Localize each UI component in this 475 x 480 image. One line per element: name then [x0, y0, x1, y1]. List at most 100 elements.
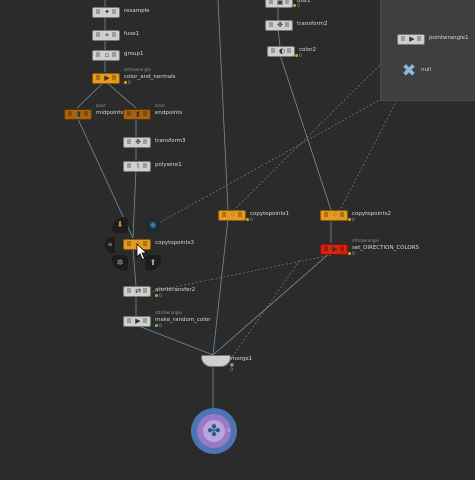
- node-label: make_random_color: [155, 317, 211, 323]
- copytopoints-icon: ⁘: [332, 211, 338, 219]
- node-badge: 0: [348, 218, 355, 223]
- node-body[interactable]: ▶: [123, 316, 151, 327]
- wire: [132, 248, 137, 287]
- group-icon: ▫: [104, 51, 110, 59]
- node-label: polywire1: [155, 162, 182, 168]
- arrow-down-icon: ⬇: [116, 220, 124, 229]
- color-icon: ◐: [278, 47, 286, 55]
- node-body[interactable]: ▶: [397, 34, 425, 45]
- radial-menu-option[interactable]: ✲: [112, 255, 128, 271]
- node-label: attribtransfer2: [155, 287, 196, 293]
- node-label: resample: [124, 8, 150, 14]
- node-label: merge1: [231, 356, 253, 362]
- node-body[interactable]: ▮: [64, 109, 92, 120]
- node-label: copytopoints2: [352, 211, 392, 217]
- node-badge: 0: [293, 4, 300, 9]
- gear-icon: ✲: [116, 258, 124, 267]
- node-body[interactable]: ◐: [267, 46, 295, 57]
- node-label: null: [421, 67, 432, 73]
- wire: [277, 28, 281, 47]
- polywire-icon: ⌇: [136, 162, 140, 170]
- node-label: pointwrangle1: [429, 35, 469, 41]
- node-label: transform2: [297, 21, 328, 27]
- node-body[interactable]: ⁘: [320, 210, 348, 221]
- node-body[interactable]: ▶: [92, 73, 120, 84]
- node-body[interactable]: ⁘: [218, 210, 246, 221]
- node-label: transform3: [155, 138, 186, 144]
- wire: [217, 0, 229, 211]
- node-badge: 0: [227, 428, 231, 434]
- node-body[interactable]: ⋄: [92, 30, 120, 41]
- node-body[interactable]: ✦: [92, 7, 120, 18]
- wire: [279, 54, 332, 211]
- wire-dashed: [149, 254, 332, 293]
- copytopoints-icon: ⁘: [135, 240, 141, 248]
- blast-icon: ▮: [77, 110, 81, 118]
- wrangle-icon: ▶: [332, 245, 338, 253]
- node-label: copytopoints1: [250, 211, 290, 217]
- node-label: color_and_normals: [124, 74, 176, 80]
- node-badge: 0: [246, 218, 253, 223]
- node-label: fuse1: [124, 31, 140, 37]
- node-label: copytopoints3: [155, 240, 195, 246]
- node-body[interactable]: ✥: [123, 137, 151, 148]
- node-badge: ● 0: [230, 363, 234, 373]
- node-body[interactable]: ⇄: [123, 286, 151, 297]
- node-body[interactable]: ▣: [265, 0, 293, 8]
- node-output[interactable]: ✤ 0: [191, 408, 237, 454]
- node-body[interactable]: ▫: [92, 50, 120, 61]
- wrangle-icon: ▶: [104, 74, 110, 82]
- node-type: blast: [96, 103, 106, 108]
- node-label: group1: [124, 51, 144, 57]
- lock-icon: ≡: [107, 241, 113, 248]
- up-arrow-icon: ⬆: [149, 258, 157, 267]
- node-merge[interactable]: merge1 ● 0: [201, 355, 252, 373]
- copytopoints-icon: ⁘: [230, 211, 236, 219]
- node-label: endpoints: [155, 110, 183, 116]
- node-badge: 0: [155, 324, 162, 329]
- node-body[interactable]: ▮: [123, 109, 151, 120]
- wire-dashed: [233, 39, 406, 211]
- output-icon: ✤: [207, 421, 221, 440]
- node-badge: 0: [348, 252, 355, 257]
- node-type: attribwrangle: [155, 310, 182, 315]
- wire: [76, 80, 106, 109]
- wire: [132, 168, 137, 239]
- cursor-arrow: [136, 243, 148, 261]
- node-badge: 0: [295, 54, 302, 59]
- radial-menu-option[interactable]: ⬇: [112, 217, 128, 233]
- node-type: blast: [155, 103, 165, 108]
- radial-menu-option[interactable]: ≡: [105, 237, 115, 253]
- node-label: set_DIRECTION_COLORS: [352, 245, 420, 251]
- transform-icon: ✥: [135, 138, 141, 146]
- network-box[interactable]: [380, 0, 475, 101]
- radial-menu[interactable]: ⬇ ◉ ≡ ✲ ⬆: [105, 215, 167, 275]
- radial-menu-option[interactable]: ◉: [145, 217, 161, 233]
- resample-icon: ✦: [104, 8, 110, 16]
- node-body[interactable]: ✥: [265, 20, 293, 31]
- wire: [135, 324, 214, 356]
- node-type: attribwrangle: [124, 67, 151, 72]
- node-type: attribwrangle: [352, 238, 379, 243]
- node-body[interactable]: ⌇: [123, 161, 151, 172]
- radial-menu-option[interactable]: ⬆: [145, 255, 161, 271]
- node-label: color2: [299, 47, 317, 53]
- fuse-icon: ⋄: [104, 31, 110, 39]
- box-icon: ▣: [276, 0, 284, 6]
- wire-dashed: [149, 82, 411, 229]
- wrangle-icon: ▶: [135, 317, 141, 325]
- node-label: box1: [297, 0, 311, 4]
- wrangle-icon: ▶: [409, 35, 415, 43]
- node-badge: 0: [155, 294, 162, 299]
- wire: [212, 251, 332, 356]
- merge-icon[interactable]: [201, 355, 231, 367]
- null-icon: ✖: [401, 61, 417, 81]
- transfer-icon: ⇄: [135, 287, 141, 295]
- blast-icon: ▮: [136, 110, 140, 118]
- info-icon: ◉: [149, 220, 157, 229]
- node-body[interactable]: ▶: [320, 244, 348, 255]
- wire: [104, 80, 137, 109]
- node-null[interactable]: ✖ null: [400, 61, 431, 81]
- node-label: midpoints: [96, 110, 124, 116]
